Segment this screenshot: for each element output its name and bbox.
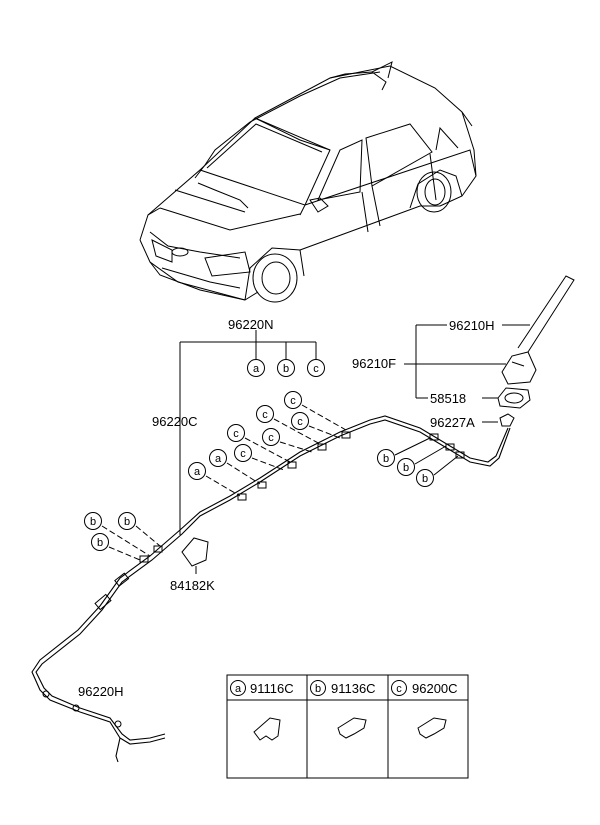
svg-text:b: b (90, 516, 96, 528)
label-96210f: 96210F (352, 356, 396, 371)
svg-text:a: a (235, 683, 242, 695)
legend-item-a: a 91116C (230, 680, 294, 741)
legend-item-c: c 96200C (391, 680, 458, 739)
callout-b-top: b (277, 359, 295, 377)
svg-text:b: b (97, 537, 103, 549)
callout-a-top: a (247, 359, 265, 377)
svg-text:b: b (315, 683, 321, 695)
clip-callouts: c c c c c c a a b b b b (84, 391, 459, 561)
clip-96200c-icon (417, 717, 447, 739)
svg-text:b: b (383, 453, 389, 465)
label-96220c: 96220C (152, 414, 198, 429)
bracket-96220n: 96220N (179, 317, 317, 535)
svg-text:91136C: 91136C (331, 681, 376, 696)
legend-table: a 91116C b 91136C c 96200C (226, 674, 469, 779)
svg-text:b: b (422, 473, 428, 485)
clip-91136c-icon (337, 717, 367, 739)
car-illustration (139, 61, 477, 303)
svg-text:a: a (215, 453, 222, 465)
svg-text:a: a (194, 466, 201, 478)
clip-91116c-icon (253, 717, 281, 741)
antenna-assembly: 96210H 96210F 58518 96227A (352, 275, 575, 430)
svg-text:a: a (253, 363, 260, 375)
svg-text:c: c (262, 409, 268, 421)
svg-text:c: c (313, 363, 319, 375)
legend-item-b: b 91136C (310, 680, 376, 739)
svg-text:b: b (403, 462, 409, 474)
label-96210h: 96210H (449, 318, 495, 333)
svg-text:c: c (240, 448, 246, 460)
svg-text:c: c (396, 683, 402, 695)
antenna-cable (31, 415, 511, 763)
svg-text:91116C: 91116C (250, 681, 294, 696)
label-58518: 58518 (430, 391, 466, 406)
svg-text:c: c (297, 416, 303, 428)
svg-text:b: b (283, 363, 289, 375)
label-84182k: 84182K (170, 578, 215, 593)
label-96227a: 96227A (430, 415, 475, 430)
svg-text:c: c (233, 428, 239, 440)
callout-c-top: c (307, 359, 325, 377)
label-96220h: 96220H (78, 684, 124, 699)
svg-text:b: b (124, 516, 130, 528)
svg-text:c: c (290, 395, 296, 407)
svg-text:96200C: 96200C (412, 681, 458, 696)
label-96220n: 96220N (228, 317, 274, 332)
svg-text:c: c (268, 432, 274, 444)
pad-84182k: 84182K (170, 537, 215, 593)
